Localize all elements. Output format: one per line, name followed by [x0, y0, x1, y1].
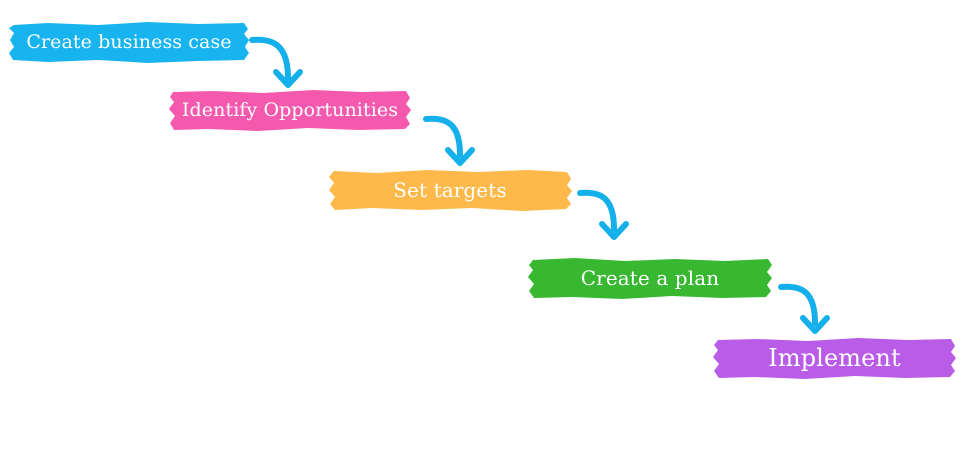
brush-stroke-background: [169, 90, 411, 131]
step-label: Implement: [768, 344, 901, 372]
brush-stroke-background: [528, 258, 772, 299]
curved-arrow-icon: [423, 115, 475, 166]
step-identify-opportunities: Identify Opportunities: [168, 88, 412, 132]
step-label: Identify Opportunities: [181, 99, 399, 121]
brush-stroke-background: [713, 338, 956, 379]
step-implement: Implement: [712, 336, 957, 380]
step-set-targets: Set targets: [327, 168, 573, 212]
step-label: Set targets: [393, 178, 507, 202]
curved-arrow-icon: [778, 283, 830, 334]
step-label: Create business case: [26, 31, 232, 53]
curved-arrow-icon: [577, 189, 629, 240]
step-create-a-plan: Create a plan: [527, 256, 773, 300]
step-label: Create a plan: [580, 266, 720, 290]
step-create-business-case: Create business case: [8, 20, 250, 64]
curved-arrow-icon: [249, 36, 303, 88]
brush-stroke-background: [9, 22, 249, 63]
brush-stroke-background: [329, 170, 572, 211]
